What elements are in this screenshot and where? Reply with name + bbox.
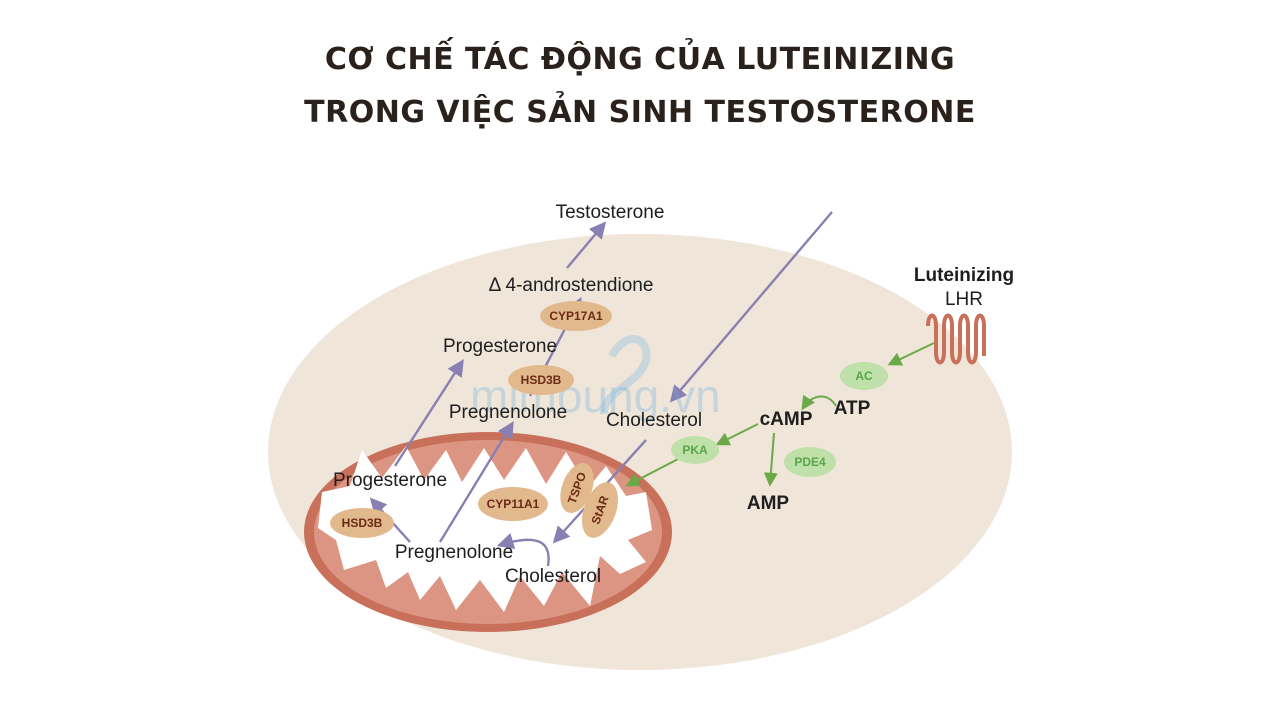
enzyme-cyp11a1-label: CYP11A1 (487, 497, 540, 511)
arrow-camp-to-pka (715, 423, 759, 446)
enzyme-hsd3b-lower: HSD3B (330, 508, 394, 538)
enzyme-pka: PKA (671, 436, 719, 464)
watermark: mimoung.vn (470, 335, 721, 422)
label-atp: ATP (834, 398, 871, 419)
arrow-pregnenolone-to-pregnenolone-upper (438, 421, 514, 543)
label-progesterone-lower: Progesterone (333, 470, 447, 491)
label-cholesterol-lower: Cholesterol (505, 566, 601, 587)
arrow-cholesterol-to-pregnenolone (496, 533, 550, 567)
arrow-pka-to-star (625, 457, 681, 487)
enzyme-ac: AC (840, 362, 888, 390)
enzyme-ac-label: AC (855, 369, 873, 383)
enzyme-tspo: TSPO (560, 463, 594, 513)
label-luteinizing: Luteinizing (914, 265, 1014, 286)
enzyme-pde4: PDE4 (784, 447, 836, 477)
label-camp: cAMP (760, 409, 813, 430)
enzyme-hsd3b-upper: HSD3B (508, 365, 574, 395)
purple-arrows (369, 211, 833, 567)
label-pregnenolone-upper: Pregnenolone (449, 402, 567, 423)
arrow-atp-to-camp (801, 394, 837, 411)
enzyme-hsd3b-lower-label: HSD3B (342, 516, 383, 530)
arrow-progesterone-lower-to-upper (393, 359, 464, 467)
enzyme-cyp17a1-label: CYP17A1 (549, 309, 603, 323)
diagram-title-line-2: TRONG VIỆC SẢN SINH TESTOSTERONE (304, 95, 976, 130)
diagram-title-line-1: CƠ CHẾ TÁC ĐỘNG CỦA LUTEINIZING (324, 42, 956, 77)
lhr-receptor-coil (926, 313, 986, 365)
enzyme-cyp17a1: CYP17A1 (540, 301, 612, 331)
label-cholesterol-upper: Cholesterol (606, 410, 702, 431)
arrow-androstendione-to-testosterone (566, 221, 607, 269)
label-progesterone-upper: Progesterone (443, 336, 557, 357)
enzyme-hsd3b-upper-label: HSD3B (521, 373, 562, 387)
watermark-swirl-icon (600, 335, 651, 415)
arrow-camp-to-amp (763, 432, 778, 487)
arrow-lhr-to-ac (887, 342, 935, 366)
enzyme-cyp11a1: CYP11A1 (478, 487, 548, 521)
label-testosterone: Testosterone (556, 202, 665, 223)
label-amp: AMP (747, 493, 790, 514)
arrow-extracellular-to-cholesterol (669, 211, 833, 403)
enzyme-pde4-label: PDE4 (794, 455, 826, 469)
enzyme-pka-label: PKA (682, 443, 708, 457)
label-androstendione: Δ 4-androstendione (489, 275, 654, 296)
enzyme-star: StAR (581, 482, 619, 538)
label-pregnenolone-lower: Pregnenolone (395, 542, 513, 563)
green-arrows (625, 342, 935, 487)
label-lhr: LHR (945, 289, 983, 310)
